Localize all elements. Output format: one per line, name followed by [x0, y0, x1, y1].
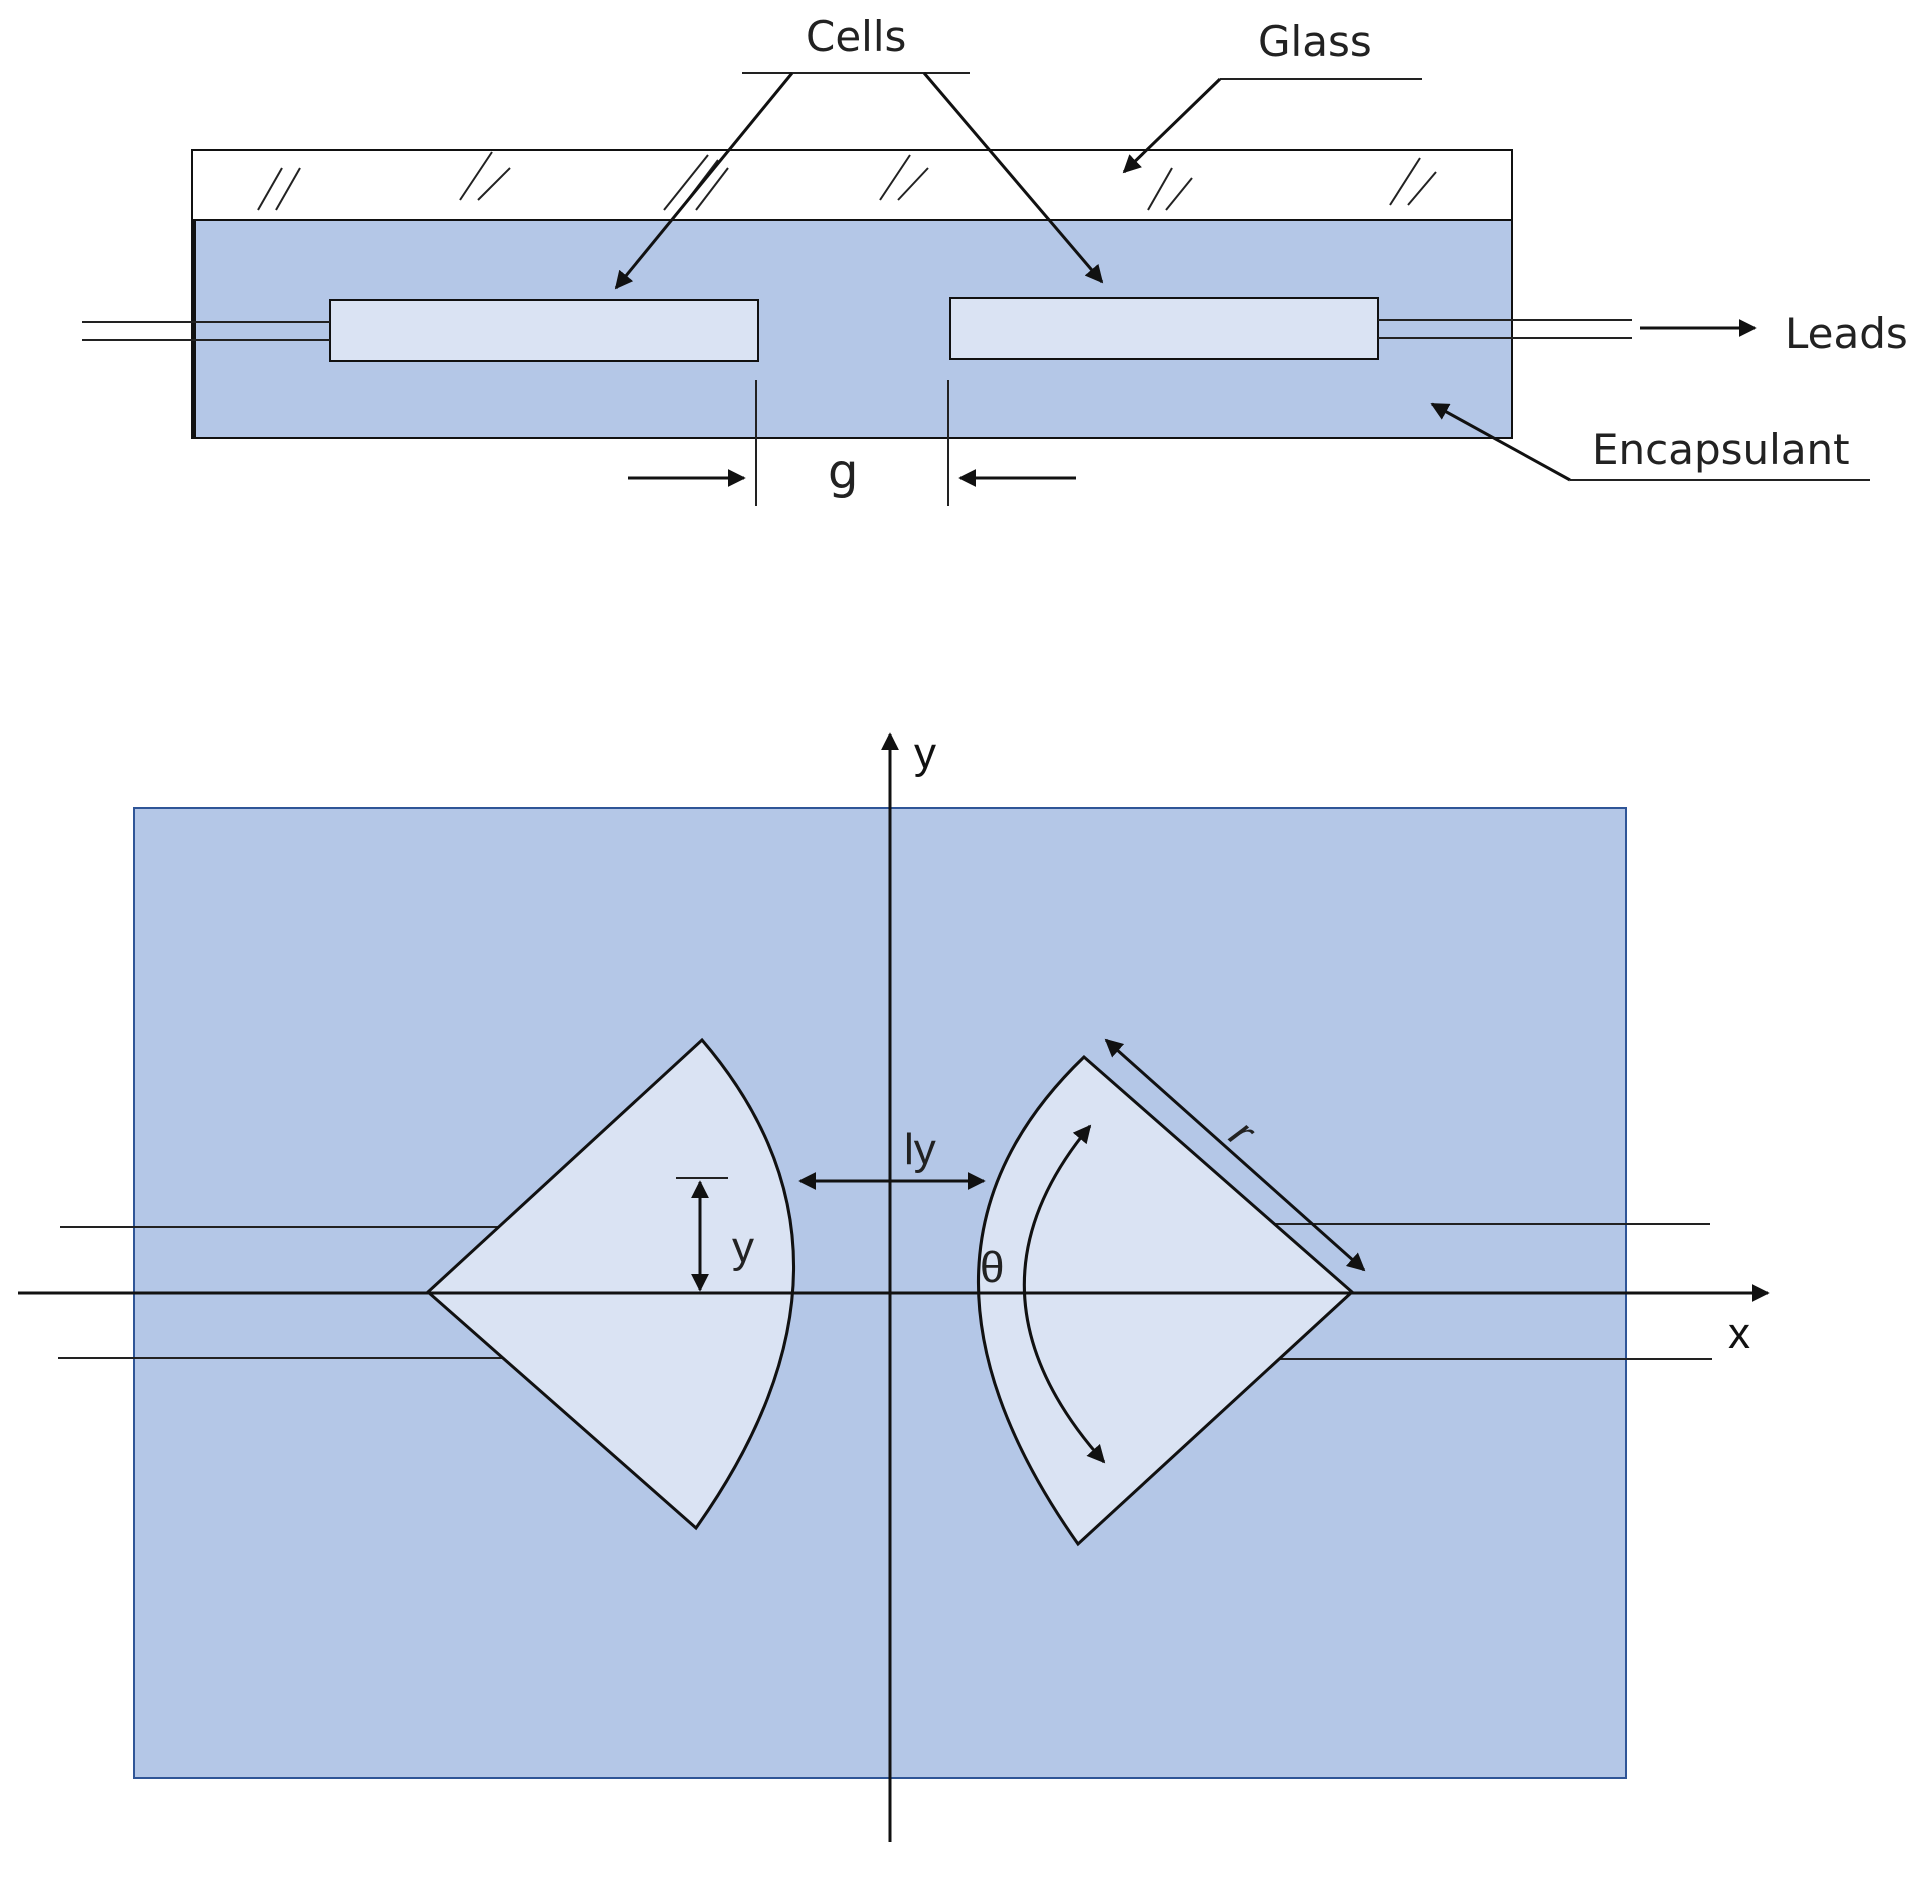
cell-left: [329, 299, 759, 362]
y-offset-label: y: [732, 1223, 754, 1272]
glass-arrow: [1122, 77, 1222, 174]
leads-label: Leads: [1785, 309, 1908, 358]
ly-label: ly: [904, 1125, 936, 1174]
cells-label: Cells: [806, 12, 906, 61]
plan-view: x y ly y θ r: [18, 729, 1770, 1842]
cross-section-view: Leads Cells Glass Encapsulant g: [82, 12, 1908, 506]
glass-layer: [191, 149, 1513, 221]
glass-label: Glass: [1258, 17, 1372, 66]
cells-arrow-left: [614, 72, 794, 290]
theta-label: θ: [980, 1243, 1004, 1292]
x-axis-label: x: [1728, 1309, 1750, 1358]
encapsulant-label: Encapsulant: [1592, 425, 1850, 474]
cells-arrow-right: [922, 72, 1104, 284]
gap-label: g: [828, 444, 858, 500]
y-axis-label: y: [914, 729, 936, 778]
theta-arc-arrow: [1022, 1124, 1106, 1464]
radius-arrow: [1104, 1038, 1366, 1272]
leads-wires: [82, 319, 1632, 341]
cell-sector-left: [425, 1037, 795, 1531]
cell-right: [949, 297, 1379, 360]
encapsulant-arrow: [1430, 402, 1571, 482]
